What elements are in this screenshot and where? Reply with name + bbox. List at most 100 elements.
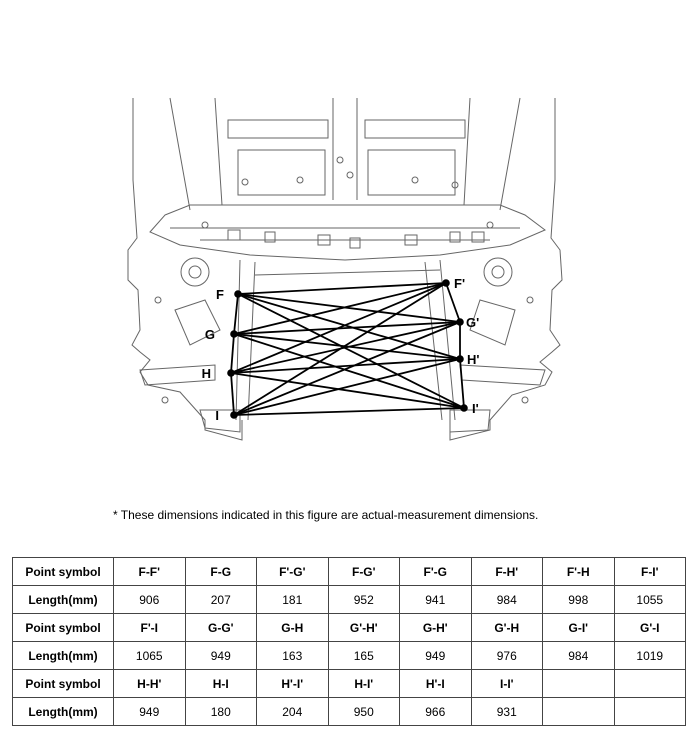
table-cell: 204 bbox=[256, 697, 329, 726]
measure-point bbox=[234, 290, 242, 298]
table-cell: Length(mm) bbox=[12, 585, 114, 614]
table-cell: 949 bbox=[399, 641, 472, 670]
table-cell: F'-G bbox=[399, 557, 472, 586]
table-cell: 165 bbox=[327, 641, 400, 670]
table-cell: H'-I bbox=[399, 669, 472, 698]
table-cell: 180 bbox=[184, 697, 257, 726]
table-cell: G'-I bbox=[613, 613, 686, 642]
point-label: G bbox=[205, 327, 215, 342]
measurement-labels: F G H I F' G' H' I' bbox=[202, 276, 480, 423]
table-cell: 949 bbox=[113, 697, 186, 726]
measure-line bbox=[230, 372, 235, 416]
table-cell: F-H' bbox=[470, 557, 543, 586]
table-cell: Length(mm) bbox=[12, 697, 114, 726]
table-cell: H-I bbox=[184, 669, 257, 698]
table-cell: Point symbol bbox=[12, 613, 114, 642]
table-cell bbox=[542, 669, 615, 698]
measure-line bbox=[445, 282, 461, 323]
table-cell: 966 bbox=[399, 697, 472, 726]
table-cell: 952 bbox=[327, 585, 400, 614]
chassis-outline bbox=[127, 97, 563, 441]
underbody-diagram: F G H I F' G' H' I' bbox=[127, 97, 563, 441]
table-cell: 1065 bbox=[113, 641, 186, 670]
measure-line bbox=[237, 293, 461, 323]
table-cell: 1055 bbox=[613, 585, 686, 614]
measure-line bbox=[237, 293, 461, 360]
table-cell: F-I' bbox=[613, 557, 686, 586]
point-label: G' bbox=[466, 315, 479, 330]
measurement-note: * These dimensions indicated in this fig… bbox=[113, 508, 539, 522]
table-cell: G-H' bbox=[399, 613, 472, 642]
table-cell: 906 bbox=[113, 585, 186, 614]
table-cell: 950 bbox=[327, 697, 400, 726]
table-cell: Length(mm) bbox=[12, 641, 114, 670]
measure-point bbox=[230, 330, 238, 338]
measure-line bbox=[233, 358, 461, 416]
table-cell: 976 bbox=[470, 641, 543, 670]
measure-line bbox=[233, 333, 465, 409]
table-cell: 984 bbox=[542, 641, 615, 670]
point-label: I bbox=[215, 408, 219, 423]
table-cell: H-H' bbox=[113, 669, 186, 698]
measure-point bbox=[456, 355, 464, 363]
point-label: H bbox=[202, 366, 211, 381]
measure-line bbox=[233, 407, 465, 416]
table-cell bbox=[613, 669, 686, 698]
table-cell: 941 bbox=[399, 585, 472, 614]
measure-point bbox=[456, 318, 464, 326]
table-cell: F'-I bbox=[113, 613, 186, 642]
measure-line bbox=[237, 282, 447, 295]
table-cell bbox=[542, 697, 615, 726]
table-cell: F-G bbox=[184, 557, 257, 586]
table-cell: 949 bbox=[184, 641, 257, 670]
measure-line bbox=[230, 321, 461, 374]
measure-line bbox=[233, 321, 461, 335]
measure-line bbox=[230, 372, 465, 409]
table-cell: 931 bbox=[470, 697, 543, 726]
table-cell: 207 bbox=[184, 585, 257, 614]
table-cell: Point symbol bbox=[12, 669, 114, 698]
table-cell: 984 bbox=[470, 585, 543, 614]
table-cell: G-G' bbox=[184, 613, 257, 642]
point-label: I' bbox=[472, 401, 479, 416]
table-cell: I-I' bbox=[470, 669, 543, 698]
point-label: F bbox=[216, 287, 224, 302]
table-cell: G-I' bbox=[542, 613, 615, 642]
table-cell: H-I' bbox=[327, 669, 400, 698]
table-cell: H'-I' bbox=[256, 669, 329, 698]
table-cell: F-F' bbox=[113, 557, 186, 586]
measure-point bbox=[227, 369, 235, 377]
measurement-points bbox=[227, 279, 468, 419]
measure-line bbox=[233, 282, 447, 335]
measure-line bbox=[459, 358, 465, 409]
table-cell bbox=[613, 697, 686, 726]
point-label: H' bbox=[467, 352, 479, 367]
table-cell: 1019 bbox=[613, 641, 686, 670]
table-cell: 998 bbox=[542, 585, 615, 614]
measure-point bbox=[460, 404, 468, 412]
table-cell: F'-H bbox=[542, 557, 615, 586]
table-cell: F-G' bbox=[327, 557, 400, 586]
measure-line bbox=[230, 333, 235, 374]
table-cell: F'-G' bbox=[256, 557, 329, 586]
table-cell: G'-H bbox=[470, 613, 543, 642]
table-cell: G'-H' bbox=[327, 613, 400, 642]
measure-line bbox=[233, 293, 239, 335]
measure-line bbox=[233, 321, 461, 416]
table-cell: 181 bbox=[256, 585, 329, 614]
measure-point bbox=[230, 411, 238, 419]
table-cell: G-H bbox=[256, 613, 329, 642]
measure-line bbox=[230, 358, 461, 374]
table-cell: Point symbol bbox=[12, 557, 114, 586]
measure-point bbox=[442, 279, 450, 287]
measurement-lines bbox=[230, 282, 465, 416]
measure-line bbox=[237, 293, 465, 409]
point-label: F' bbox=[454, 276, 465, 291]
